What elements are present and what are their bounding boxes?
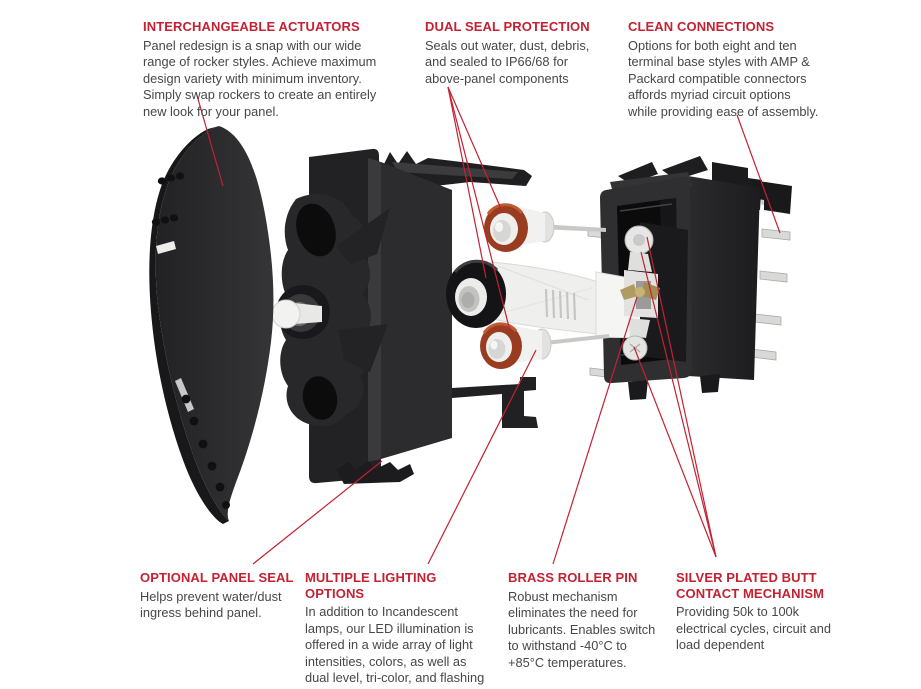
terminal-blade (761, 228, 791, 241)
callout-silver-plated-butt-contact: SILVER PLATED BUTT CONTACT MECHANISM Pro… (676, 570, 876, 654)
pivot-shaft-ball (271, 299, 301, 329)
leader-line-dual-seal-2 (447, 86, 487, 279)
callout-body: Providing 50k to 100k electrical cycles,… (676, 604, 832, 652)
leader-line-panel-seal (252, 460, 383, 565)
collar-petal (336, 208, 390, 264)
collar-cavity-top (296, 203, 336, 257)
top-tab-stepped (752, 180, 792, 214)
brass-roller-pin-part (635, 287, 645, 297)
brass-wing-left (620, 284, 638, 300)
housing-facet (497, 287, 593, 315)
mechanism-recess (640, 222, 688, 362)
lamp-body (514, 326, 542, 363)
rocker-clips-bottom (181, 394, 230, 509)
callout-title: OPTIONAL PANEL SEAL (140, 570, 294, 585)
leader-line-actuators (195, 91, 224, 187)
callout-title: INTERCHANGEABLE ACTUATORS (143, 19, 360, 34)
cavity-ledge (619, 203, 673, 212)
callout-interchangeable-actuators: INTERCHANGEABLE ACTUATORS Panel redesign… (143, 19, 413, 120)
callout-brass-roller-pin: BRASS ROLLER PIN Robust mechanism elimin… (508, 570, 683, 671)
callout-clean-connections: CLEAN CONNECTIONS Options for both eight… (628, 19, 858, 120)
housing-slab (381, 162, 452, 459)
lamp-assembly-bottom (480, 322, 609, 369)
callout-dual-seal-protection: DUAL SEAL PROTECTION Seals out water, du… (425, 19, 615, 87)
housing-bottom-arm (452, 377, 538, 428)
leader-line-brass-pin (552, 296, 638, 565)
housing-bottom-teeth (336, 461, 414, 484)
seal-highlight (486, 203, 524, 215)
callout-title: SILVER PLATED BUTT CONTACT MECHANISM (676, 570, 825, 601)
lamp-dome-highlight (490, 340, 498, 350)
housing-ribs (544, 288, 577, 321)
callout-title: BRASS ROLLER PIN (508, 570, 638, 585)
pivot-shaft (294, 303, 322, 324)
leader-lines (195, 86, 781, 565)
center-seal-core (461, 292, 475, 308)
callout-body: Panel redesign is a snap with our wide r… (143, 37, 377, 119)
collar-petal (338, 324, 388, 372)
callout-title: DUAL SEAL PROTECTION (425, 19, 590, 34)
collar-cavity-bottom (302, 376, 338, 420)
leader-line-silver-1 (646, 236, 717, 558)
rocker-face (155, 126, 274, 521)
rocker-clips-top (151, 172, 185, 226)
lamp-dome-highlight (495, 222, 503, 232)
callout-optional-panel-seal: OPTIONAL PANEL SEAL Helps prevent water/… (140, 570, 320, 622)
callout-body: Options for both eight and ten terminal … (628, 37, 819, 119)
callout-body: Robust mechanism eliminates the need for… (508, 588, 656, 670)
base-side (688, 176, 760, 380)
callout-multiple-lighting-options: MULTIPLE LIGHTING OPTIONS In addition to… (305, 570, 495, 689)
strap-top-rivet-center (633, 234, 645, 246)
lamp-dome (488, 339, 506, 359)
leader-line-silver-2 (640, 251, 717, 558)
leader-line-clean-connections (736, 114, 781, 234)
base-foot (628, 380, 648, 400)
leader-line-lighting (427, 349, 537, 565)
leader-line-dual-seal-3 (447, 86, 511, 332)
rocker-side (149, 126, 229, 524)
center-seal (446, 259, 506, 328)
terminal-blade (759, 270, 788, 283)
lamp-assembly-top (484, 203, 606, 252)
callout-body: Helps prevent water/dust ingress behind … (140, 588, 282, 621)
lamp-pin (536, 334, 609, 346)
leader-line-dual-seal-1 (447, 86, 503, 212)
rocker-actuator (149, 126, 274, 524)
base-foot (700, 374, 720, 393)
pivot-collar (271, 194, 390, 427)
terminal-blade (754, 313, 782, 326)
leader-line-silver-3 (633, 346, 717, 558)
rocker-label-strip (156, 241, 176, 254)
callout-body: In addition to Incandescent lamps, our L… (305, 604, 485, 689)
callout-title: MULTIPLE LIGHTING OPTIONS (305, 570, 437, 601)
lamp-dome (493, 220, 511, 242)
callout-body: Seals out water, dust, debris, and seale… (425, 37, 590, 86)
seal-highlight (482, 322, 518, 334)
callout-title: CLEAN CONNECTIONS (628, 19, 775, 34)
contact-mechanism (620, 222, 688, 362)
lamp-pin (538, 224, 606, 232)
strap-neck-lower (628, 318, 650, 338)
top-tab (618, 162, 658, 184)
strap-neck (628, 252, 652, 272)
